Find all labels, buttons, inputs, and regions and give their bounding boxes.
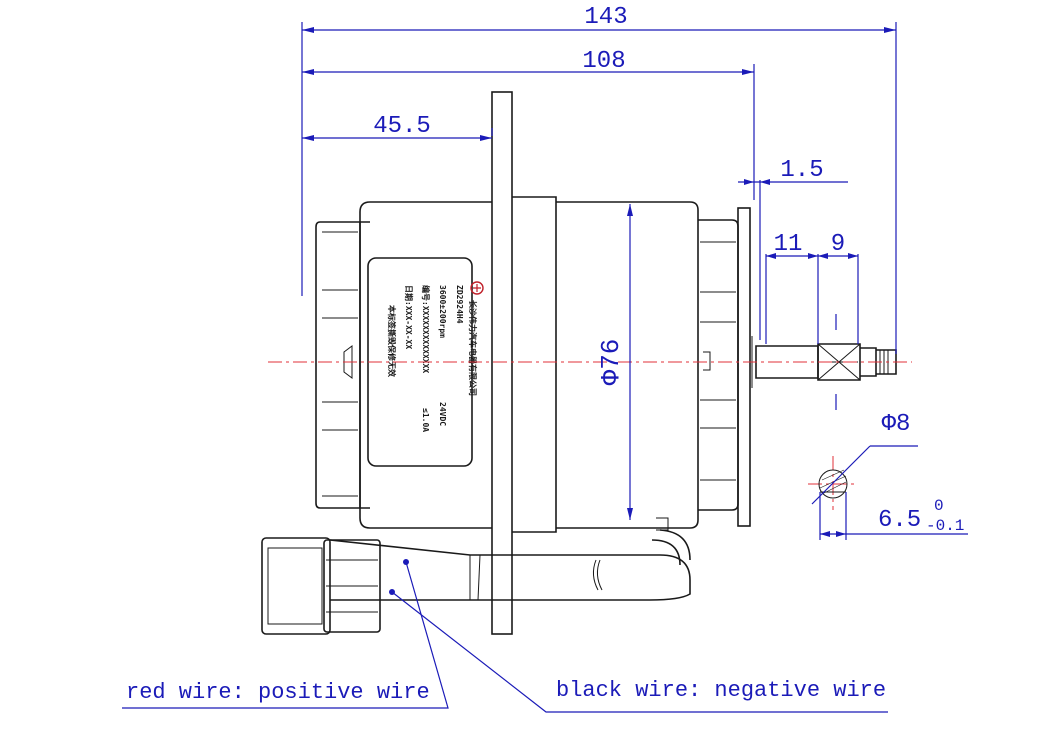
motor-body [315, 91, 753, 635]
nameplate-current: ≤1.0A [421, 408, 430, 432]
dim-flange-offset: 45.5 [373, 113, 431, 140]
connector [261, 537, 381, 635]
nameplate-date: 日期:XXX-XX-XX [404, 285, 414, 349]
nameplate-model: ZD2924H4 [455, 285, 464, 324]
dim-flat-base: 6.5 [878, 507, 921, 534]
shaft-section [818, 469, 848, 499]
red-wire-callout: red wire: positive wire [126, 680, 430, 705]
black-wire-callout: black wire: negative wire [556, 678, 886, 703]
dim-overall-length: 143 [584, 4, 627, 31]
dimensions [122, 22, 968, 713]
brand-logo-icon [470, 281, 484, 295]
nameplate-company: 长沙伟力汽车电器有限公司 [468, 300, 478, 396]
nameplate-voltage: 24VDC [438, 402, 447, 426]
nameplate-warranty: 本标签撕毁保修无效 [387, 304, 397, 377]
dim-flat-tol-upper: 0 [934, 497, 944, 515]
dim-shaft-diameter: Φ8 [882, 411, 911, 438]
wiring [261, 529, 691, 635]
nameplate: 长沙伟力汽车电器有限公司 ZD2924H4 3600±200rpm 24VDC … [367, 257, 484, 467]
dim-gap: 1.5 [780, 157, 823, 184]
dim-body-length: 108 [582, 48, 625, 75]
dim-shaft-seg-1: 11 [774, 231, 803, 258]
nameplate-speed: 3600±200rpm [438, 285, 447, 338]
nameplate-serial: 编号:XXXXXXXXXXXXXX [421, 285, 431, 373]
dim-shaft-seg-2: 9 [831, 231, 845, 258]
dim-body-diameter: Φ76 [596, 339, 626, 386]
dim-flat-tol-lower: -0.1 [926, 517, 964, 535]
